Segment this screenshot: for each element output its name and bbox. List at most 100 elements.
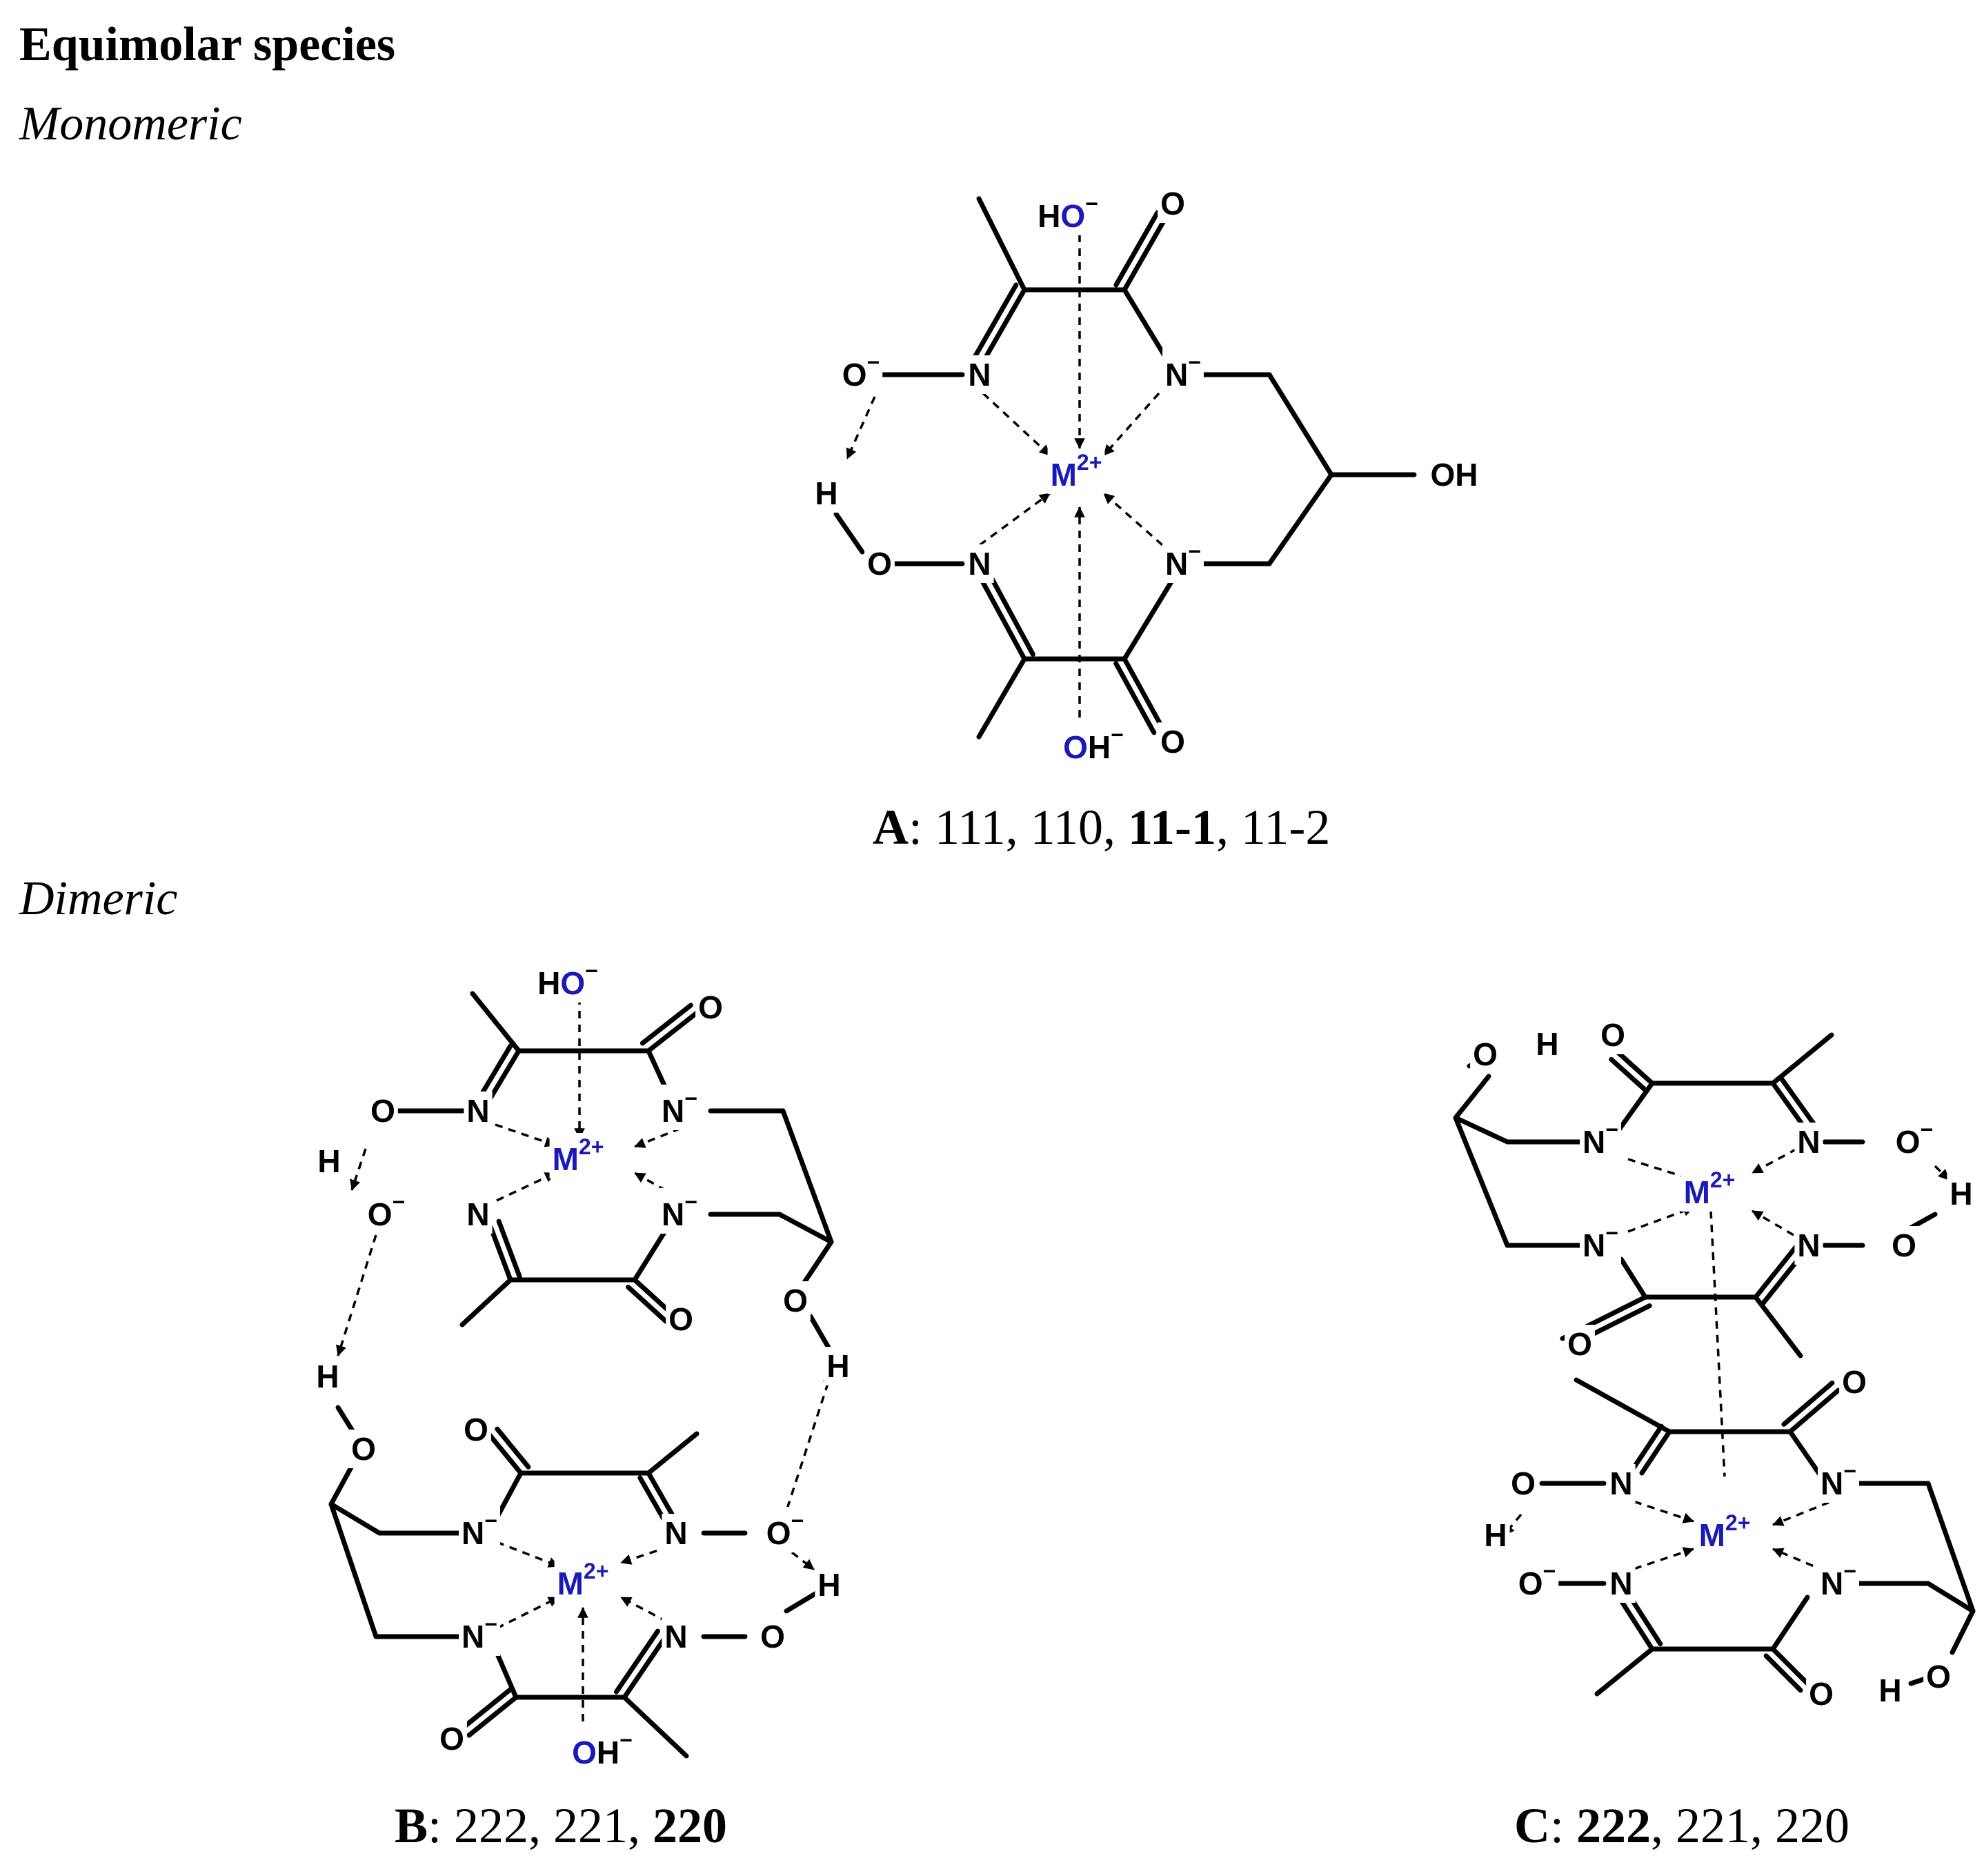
label-background <box>1923 1657 1954 1696</box>
bond <box>833 511 865 555</box>
double-bond <box>1609 1056 1649 1093</box>
label-background <box>1035 190 1101 235</box>
oxime-o: O <box>370 1093 395 1129</box>
label-background <box>1839 1363 1869 1401</box>
label-background <box>1580 1116 1621 1161</box>
label-background <box>763 1507 807 1552</box>
bond <box>976 656 1027 740</box>
oxime-h: H <box>1484 1517 1507 1553</box>
bond <box>1770 1032 1834 1086</box>
bond <box>632 1222 672 1283</box>
label-background <box>1158 184 1188 223</box>
dimeric-subheading: Dimeric <box>19 872 178 925</box>
hydroxide-top: HO− <box>537 958 598 1001</box>
label-background <box>554 1557 612 1603</box>
caption-c-bold: 222 <box>1576 1798 1651 1853</box>
coordination-arrow <box>978 492 1051 546</box>
label-background <box>812 474 841 513</box>
bond <box>1267 372 1334 477</box>
bond <box>1770 1594 1810 1652</box>
monomeric-subheading: Monomeric <box>19 97 242 150</box>
label-background <box>364 1188 408 1234</box>
label-background <box>1470 1035 1500 1074</box>
bond <box>1122 215 1169 293</box>
double-bond <box>1113 661 1157 735</box>
bond <box>459 1277 513 1327</box>
label-background <box>839 348 883 394</box>
bond <box>328 1501 379 1639</box>
imine-n: N <box>1797 1227 1820 1263</box>
bond <box>1618 1256 1648 1300</box>
caption-a-text-1: : 111, 110, <box>909 800 1128 855</box>
bond <box>622 1634 668 1700</box>
carbonyl-o: O <box>1160 186 1185 221</box>
amide-n: N− <box>1583 1117 1618 1160</box>
hydroxide-bottom: OH− <box>572 1728 633 1770</box>
label-background <box>1607 1564 1636 1603</box>
bond <box>777 1212 834 1245</box>
bond <box>1574 1377 1672 1434</box>
coordination-arrow <box>1752 1209 1794 1236</box>
bond <box>977 573 1027 662</box>
imine-n: N <box>466 1093 489 1129</box>
bond <box>1453 1115 1510 1248</box>
hydroxide-bottom: OH− <box>1063 722 1124 765</box>
label-background <box>1060 721 1127 767</box>
label-background <box>1533 1025 1562 1063</box>
label-background <box>464 1195 493 1234</box>
oxime-o: O <box>1892 1227 1916 1263</box>
double-bond <box>1627 1592 1663 1646</box>
coordination-arrow <box>620 1541 684 1565</box>
coordination-arrow <box>1772 1548 1839 1578</box>
oxime-o: O <box>1511 1465 1536 1501</box>
bond <box>1925 1481 1976 1614</box>
double-bond <box>613 1628 660 1695</box>
metal-center-lower: M2+ <box>1699 1510 1751 1553</box>
bond <box>1615 1049 1655 1086</box>
label-background <box>459 1507 500 1552</box>
caption-c-text-1: : <box>1550 1798 1577 1853</box>
imine-n: N <box>664 1619 687 1655</box>
double-bond <box>496 1218 522 1279</box>
coordination-arrow <box>846 396 876 460</box>
label-background <box>757 1617 788 1656</box>
label-background <box>780 1281 811 1320</box>
double-bond <box>626 1284 669 1324</box>
label-background <box>368 1092 398 1130</box>
label-background <box>1794 1123 1823 1161</box>
metal-center: M2+ <box>1051 450 1102 493</box>
hydroxyl-h: H <box>826 1348 849 1384</box>
oximate-o: O− <box>766 1508 804 1551</box>
bond <box>487 1432 524 1476</box>
carbonyl-o: O <box>1567 1326 1592 1362</box>
coordination-arrow <box>1102 392 1160 457</box>
coordination-arrow <box>336 1234 377 1356</box>
label-background <box>965 355 994 394</box>
bond <box>1122 656 1165 731</box>
label-background <box>965 544 994 583</box>
coordination-arrow <box>1752 1147 1798 1174</box>
oxime-h: H <box>815 475 837 511</box>
caption-a-letter: A <box>873 800 909 855</box>
coordination-arrow <box>982 392 1051 457</box>
metal-center-upper: M2+ <box>1684 1167 1736 1210</box>
carbonyl-o: O <box>439 1721 464 1757</box>
oximate-o: O− <box>842 350 880 393</box>
label-background <box>1162 537 1204 583</box>
label-background <box>1794 1226 1823 1265</box>
bond <box>1618 1598 1655 1652</box>
coordination-arrow <box>496 1172 556 1202</box>
caption-c-letter: C <box>1514 1798 1550 1853</box>
bond <box>1770 1646 1810 1686</box>
amide-n: N− <box>1165 350 1201 393</box>
double-bond <box>495 1426 531 1470</box>
bond <box>1594 1646 1655 1697</box>
double-bond <box>1113 210 1160 288</box>
label-background <box>1508 1464 1538 1503</box>
label-background <box>535 957 601 1003</box>
label-background <box>1565 1325 1595 1363</box>
caption-a-bold: 11-1 <box>1128 800 1217 855</box>
carbonyl-o: O <box>1809 1676 1834 1712</box>
